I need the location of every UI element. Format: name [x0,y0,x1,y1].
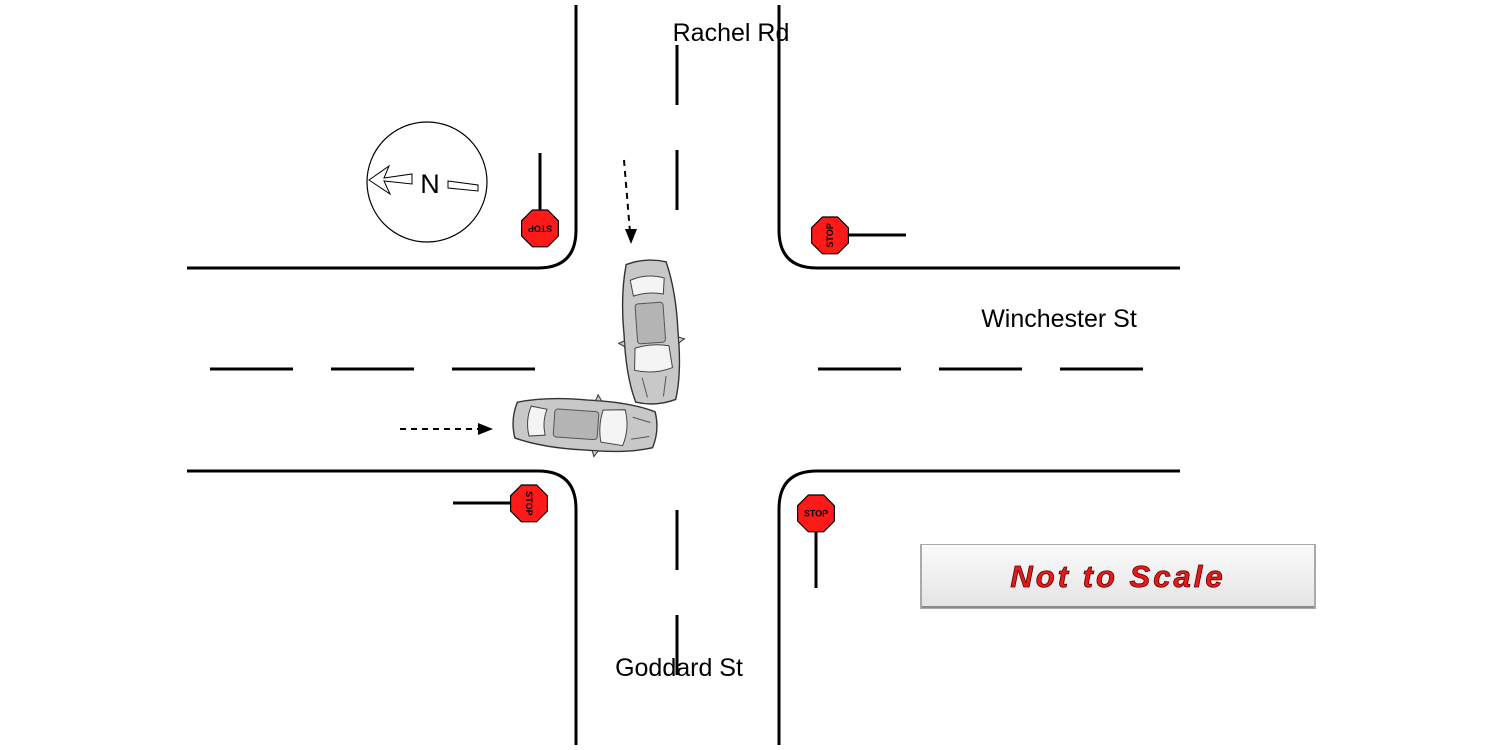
compass-label: N [420,169,440,199]
car-hood-line [641,377,648,398]
stop-sign-octagon [510,484,549,523]
car-windshield [599,409,628,447]
stop-sign-text: STOP [825,223,835,247]
car-side-mirror [591,449,600,458]
street-label-east: Winchester St [981,305,1137,333]
scale-note-text: Not to Scale [1010,559,1225,594]
street-label-south: Goddard St [615,654,743,682]
stop-sign-text: STOP [524,491,534,515]
car-side-mirror [594,393,603,402]
car-roof [552,408,600,441]
direction-arrows [400,159,637,435]
stop-sign-octagon [810,216,850,255]
road-edge-sw [187,469,578,745]
car-rear-window [629,275,665,297]
car-side-mirror [677,336,686,345]
center-lines [210,45,1145,718]
stop-sign-octagon [796,494,836,533]
car-windshield [634,344,674,373]
stop-sign-ne: STOP [810,216,906,255]
north-arrow-icon [368,164,413,196]
stop-sign-text: STOP [528,223,552,233]
arrow-eastbound-head-icon [478,423,493,435]
car-hood-line [662,375,667,397]
car-rear-window [527,405,548,437]
car-hood-line [631,435,650,440]
compass: N [366,121,488,243]
stop-sign-octagon [520,209,560,248]
compass-circle [366,121,488,243]
road-edges [187,5,1180,745]
car-hood-line [632,416,651,423]
stop-sign-se: STOP [796,494,836,588]
road-edge-nw [187,5,578,270]
stop-sign-sw: STOP [453,484,549,523]
car-eastbound [512,393,658,458]
road-edge-ne [777,5,1180,270]
arrow-southbound-line [623,159,631,233]
scale-note-badge: Not to Scale [920,544,1316,609]
stop-sign-nw: STOP [520,153,560,248]
road-edge-se [777,469,1180,745]
car-roof [634,301,666,345]
north-arrow-tail-icon [447,180,479,192]
stop-sign-text: STOP [804,508,828,518]
car-southbound [617,259,686,405]
arrow-southbound-head-icon [625,229,637,244]
street-label-north: Rachel Rd [673,19,790,47]
car-side-mirror [617,340,626,348]
